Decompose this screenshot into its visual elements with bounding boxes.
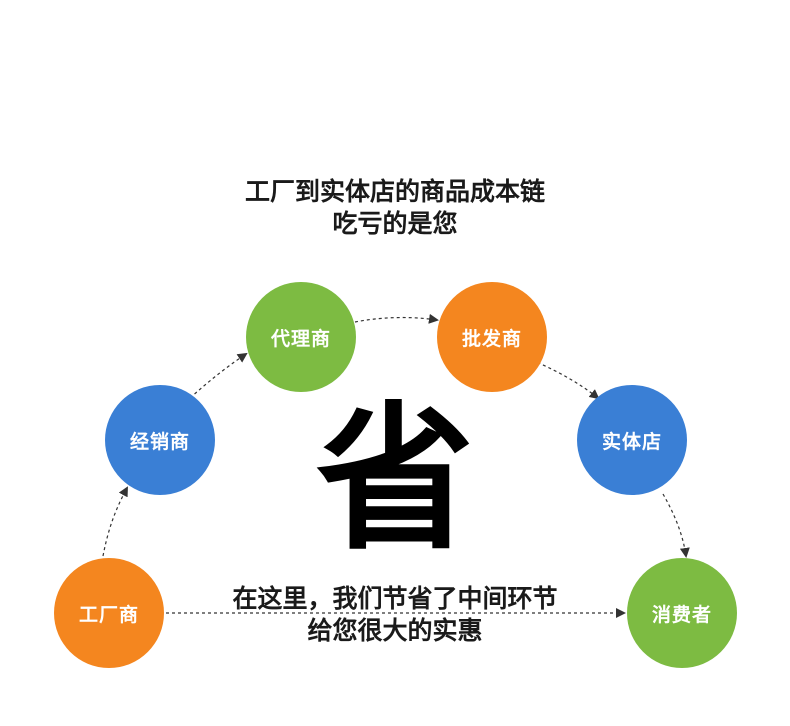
node-store-label: 实体店 xyxy=(601,430,662,453)
node-wholesaler: 批发商 xyxy=(437,282,547,392)
bottom-text-line-1: 在这里，我们节省了中间环节 xyxy=(232,584,558,613)
node-distributor-label: 经销商 xyxy=(129,430,190,453)
title-line-1: 工厂到实体店的商品成本链 xyxy=(244,177,545,206)
node-agent: 代理商 xyxy=(246,282,356,392)
center-word: 省 xyxy=(316,388,474,572)
node-distributor: 经销商 xyxy=(105,385,215,495)
node-factory-label: 工厂商 xyxy=(78,603,139,626)
arrow-agent-to-wholesaler xyxy=(354,313,439,324)
arrow-wholesaler-to-store xyxy=(531,359,600,400)
node-consumer: 消费者 xyxy=(627,558,737,668)
bottom-text-line-2: 给您很大的实惠 xyxy=(307,616,483,645)
title-line-2: 吃亏的是您 xyxy=(332,209,458,238)
arrow-distributor-to-agent xyxy=(189,352,248,399)
node-agent-label: 代理商 xyxy=(270,327,331,350)
node-factory: 工厂商 xyxy=(54,558,164,668)
node-consumer-label: 消费者 xyxy=(651,603,712,626)
node-wholesaler-label: 批发商 xyxy=(461,327,522,350)
arrow-store-to-consumer xyxy=(662,493,690,558)
node-store: 实体店 xyxy=(577,385,687,495)
arrow-factory-to-distributor xyxy=(102,486,128,557)
